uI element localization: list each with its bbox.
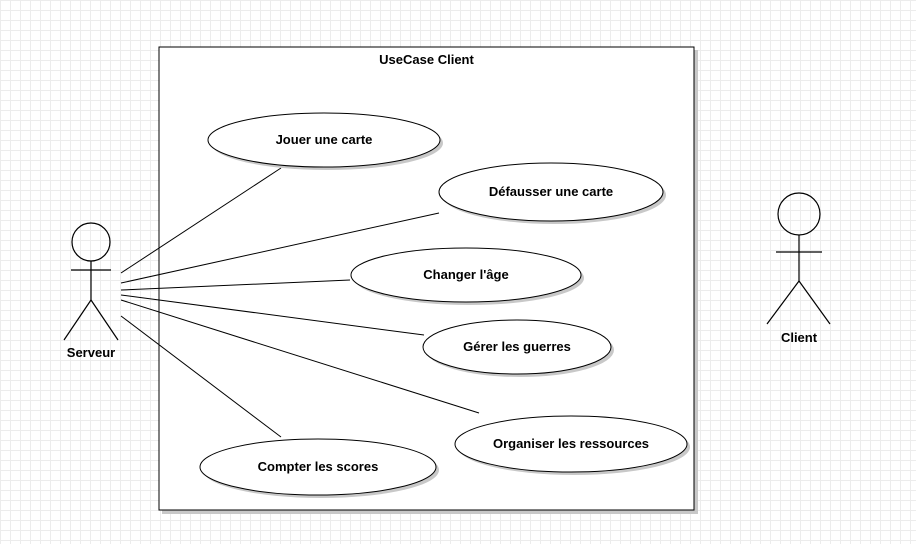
association-serveur-gerer[interactable] (120, 294, 425, 336)
use-case-label: Jouer une carte (276, 132, 373, 147)
association-serveur-jouer[interactable] (120, 167, 282, 274)
use-case-label: Organiser les ressources (493, 436, 649, 451)
use-case-label: Compter les scores (258, 459, 379, 474)
association-serveur-changer[interactable] (120, 279, 351, 291)
actor-label: Client (781, 330, 818, 345)
stick-figure-icon (766, 192, 831, 325)
use-case-changer[interactable]: Changer l'âge (350, 247, 584, 305)
association-serveur-defausser[interactable] (120, 212, 440, 284)
use-case-jouer[interactable]: Jouer une carte (207, 112, 443, 170)
use-case-gerer[interactable]: Gérer les guerres (422, 319, 614, 377)
association-serveur-organiser[interactable] (120, 299, 480, 414)
associations (120, 167, 480, 438)
system-title: UseCase Client (379, 52, 474, 67)
association-serveur-compter[interactable] (120, 315, 282, 438)
stick-figure-icon (63, 222, 119, 341)
actor-label: Serveur (67, 345, 115, 360)
use-case-compter[interactable]: Compter les scores (199, 438, 439, 498)
use-case-label: Gérer les guerres (463, 339, 571, 354)
actor-serveur[interactable]: Serveur (63, 222, 119, 360)
use-case-label: Changer l'âge (423, 267, 508, 282)
actor-client[interactable]: Client (766, 192, 831, 345)
use-case-defausser[interactable]: Défausser une carte (438, 162, 666, 224)
use-case-organiser[interactable]: Organiser les ressources (454, 415, 690, 475)
use-case-label: Défausser une carte (489, 184, 613, 199)
